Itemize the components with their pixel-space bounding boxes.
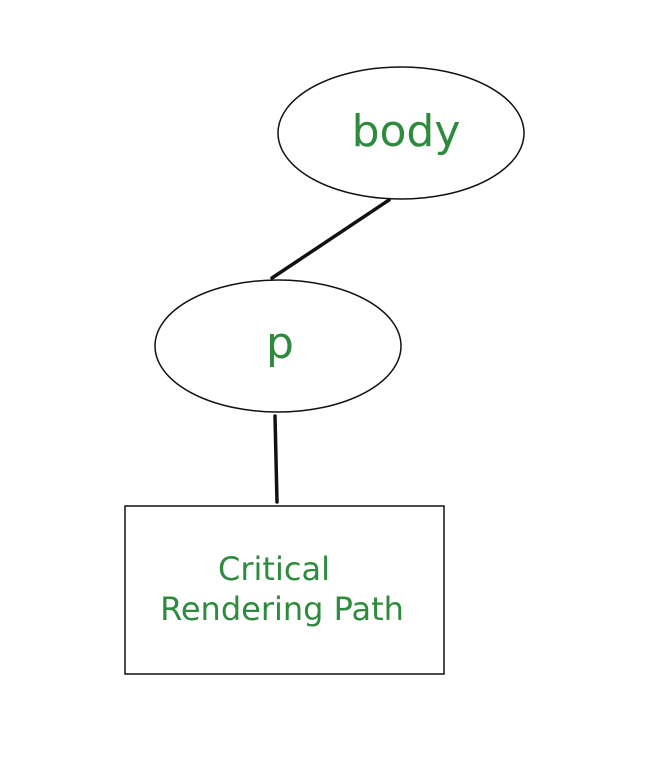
node-body-ellipse xyxy=(277,66,525,200)
node-body-label: body xyxy=(352,106,461,157)
node-text-line2: Rendering Path xyxy=(160,590,404,628)
node-text-line1: Critical xyxy=(218,550,330,588)
edge-p-to-text xyxy=(273,414,279,504)
node-text: Critical Rendering Path xyxy=(124,505,445,675)
node-p-ellipse xyxy=(154,279,402,413)
node-p-label: p xyxy=(266,318,294,369)
edge-body-to-p xyxy=(270,198,391,280)
node-p: p xyxy=(154,279,402,413)
node-text-box xyxy=(124,505,445,675)
node-body: body xyxy=(277,66,525,200)
